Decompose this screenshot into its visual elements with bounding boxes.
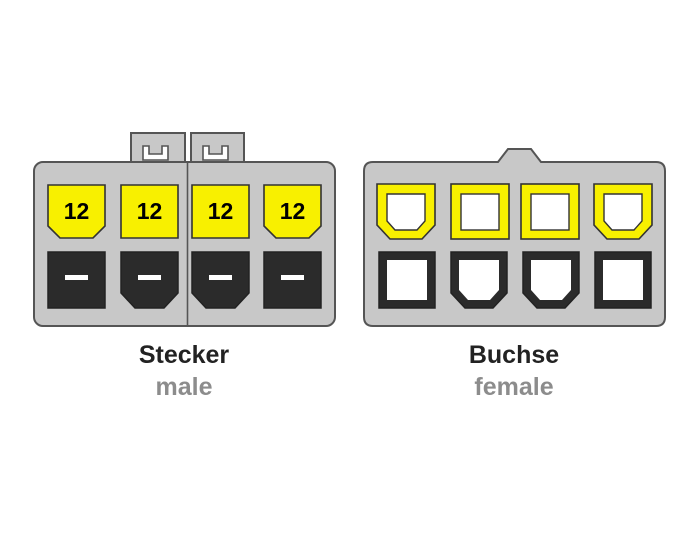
male-top-row: 12 12 12 12 bbox=[47, 184, 322, 239]
female-subcaption: female bbox=[474, 373, 554, 401]
male-pin-8-bar bbox=[281, 275, 304, 280]
female-socket-2-hole bbox=[460, 193, 500, 231]
male-latch-right-slot bbox=[202, 145, 229, 161]
male-pin-2-label: 12 bbox=[137, 198, 163, 224]
male-pin-6-bar bbox=[138, 275, 161, 280]
female-connector bbox=[363, 148, 666, 327]
male-pin-7-bar bbox=[209, 275, 232, 280]
female-caption: Buchse bbox=[468, 341, 560, 369]
male-subcaption: male bbox=[155, 373, 213, 401]
male-bottom-row bbox=[47, 251, 322, 309]
male-pin-1-label: 12 bbox=[64, 198, 90, 224]
male-pin-2 bbox=[120, 184, 179, 239]
female-socket-3-hole bbox=[530, 193, 570, 231]
female-socket-4-hole bbox=[603, 193, 643, 231]
male-pin-4 bbox=[263, 184, 322, 239]
female-socket-1-hole bbox=[386, 193, 426, 231]
female-housing bbox=[363, 148, 666, 327]
female-socket-8-hole bbox=[603, 260, 643, 300]
male-pin-3-label: 12 bbox=[208, 198, 234, 224]
female-socket-6-hole bbox=[459, 260, 499, 300]
female-top-row bbox=[376, 183, 653, 240]
male-caption: Stecker bbox=[138, 341, 230, 369]
female-socket-7-hole bbox=[531, 260, 571, 300]
male-pin-1 bbox=[47, 184, 106, 239]
male-pin-4-label: 12 bbox=[280, 198, 306, 224]
male-pin-5-bar bbox=[65, 275, 88, 280]
female-bottom-row bbox=[378, 251, 652, 309]
male-connector: 12 12 12 12 bbox=[33, 132, 336, 327]
male-latch-left-slot bbox=[142, 145, 169, 161]
male-pin-3 bbox=[191, 184, 250, 239]
female-socket-5-hole bbox=[387, 260, 427, 300]
male-housing bbox=[33, 161, 336, 327]
